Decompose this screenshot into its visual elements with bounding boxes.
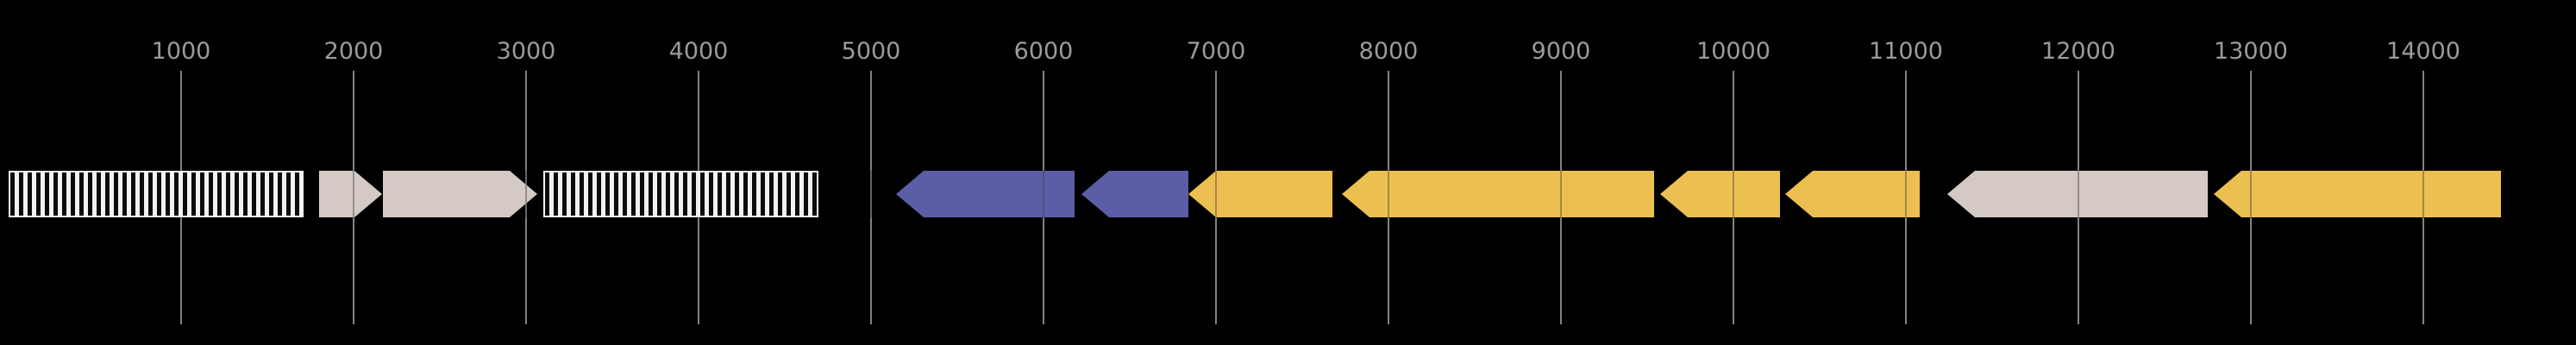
gridline-overlay-segment xyxy=(525,170,527,218)
gene-arrow-feature xyxy=(1188,171,1332,217)
striped-feature xyxy=(543,171,818,217)
axis-tick-label: 11000 xyxy=(1869,38,1943,65)
gene-arrow-feature xyxy=(319,171,382,217)
axis-tick-label: 7000 xyxy=(1186,38,1246,65)
gene-arrow-feature xyxy=(1785,171,1920,217)
gene-arrow-feature xyxy=(1660,171,1780,217)
axis-tick-label: 12000 xyxy=(2041,38,2115,65)
gene-arrow-feature xyxy=(896,171,1075,217)
gridline-overlay-segment xyxy=(2422,170,2424,218)
gridline-overlay-segment xyxy=(1388,170,1389,218)
gridline xyxy=(870,71,872,324)
gridline-overlay-segment xyxy=(1905,170,1907,218)
gridline-overlay-segment xyxy=(353,170,354,218)
gridline-overlay-segment xyxy=(1733,170,1734,218)
gene-arrow-feature xyxy=(1947,171,2208,217)
gridline-overlay-segment xyxy=(1560,170,1562,218)
gene-arrow-feature xyxy=(1342,171,1654,217)
axis-tick-label: 4000 xyxy=(668,38,729,65)
gridline-overlay-segment xyxy=(2078,170,2079,218)
axis-tick-label: 8000 xyxy=(1358,38,1419,65)
gridline-overlay-segment xyxy=(2250,170,2252,218)
gene-arrow-feature xyxy=(383,171,537,217)
axis-tick-label: 10000 xyxy=(1696,38,1771,65)
gridline-overlay-segment xyxy=(870,170,872,218)
axis-tick-label: 5000 xyxy=(841,38,901,65)
gene-arrow-feature xyxy=(1081,171,1188,217)
axis-tick-label: 14000 xyxy=(2386,38,2460,65)
gridline-overlay-segment xyxy=(1043,170,1044,218)
axis-tick-label: 3000 xyxy=(496,38,556,65)
axis-tick-label: 2000 xyxy=(323,38,384,65)
axis-tick-label: 9000 xyxy=(1531,38,1591,65)
axis-tick-label: 1000 xyxy=(151,38,211,65)
axis-tick-label: 6000 xyxy=(1013,38,1074,65)
striped-feature xyxy=(9,171,304,217)
gridline-overlay-segment xyxy=(1215,170,1217,218)
gene-arrow-feature xyxy=(2214,171,2501,217)
axis-tick-label: 13000 xyxy=(2214,38,2288,65)
